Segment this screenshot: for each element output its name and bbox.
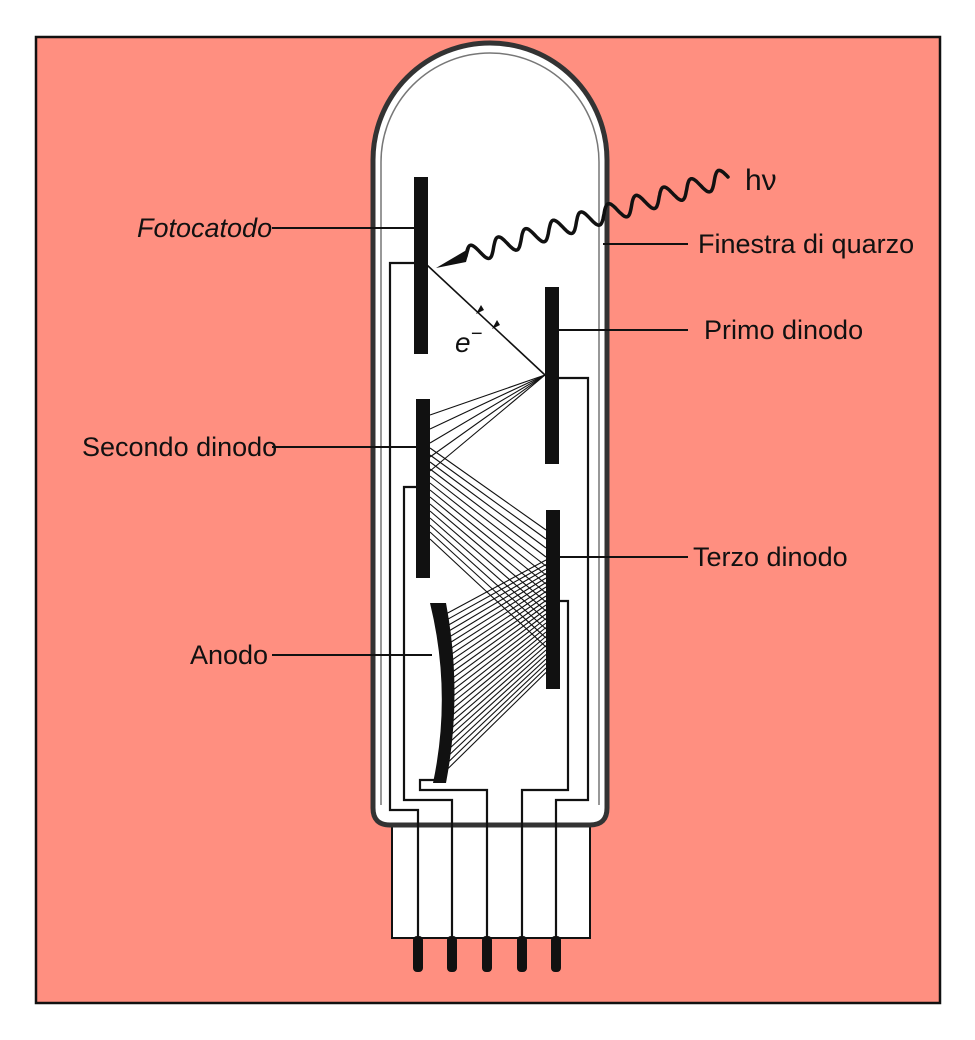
pin-4 (517, 936, 527, 972)
cascade-line-3 (443, 622, 547, 704)
cascade-line-3 (443, 582, 547, 647)
cascade-line-3 (443, 609, 547, 685)
cascade-line-2 (429, 461, 547, 549)
label-electron-charge: − (471, 323, 483, 345)
cascade-line-3 (443, 627, 547, 710)
cascade-line-3 (443, 663, 547, 761)
cascade-line-2 (429, 517, 547, 621)
cascade-line-1 (429, 374, 546, 416)
cascade-line-3 (443, 631, 547, 717)
third-dynode-electrode (546, 510, 560, 689)
label-quartz-window: Finestra di quarzo (698, 229, 914, 259)
cascade-line-3 (443, 586, 547, 654)
cascade-line-3 (443, 658, 547, 755)
cascade-line-2 (429, 482, 547, 576)
cascade-line-3 (443, 604, 547, 679)
cascade-line-3 (443, 564, 547, 622)
cascade-line-1 (429, 374, 546, 458)
label-anode: Anodo (190, 640, 268, 670)
cascade-line-3 (443, 595, 547, 666)
pin-3 (482, 936, 492, 972)
electron-cascade (429, 374, 547, 773)
cascade-line-3 (443, 591, 547, 660)
cascade-line-3 (443, 645, 547, 736)
cascade-line-2 (429, 454, 547, 540)
second-dynode-electrode (416, 399, 430, 578)
label-photon: hν (745, 164, 777, 197)
primary-electron-path (426, 264, 546, 376)
photon-wave-icon (464, 168, 730, 261)
cascade-line-1 (429, 374, 546, 472)
cascade-line-2 (429, 503, 547, 603)
label-third-dynode: Terzo dinodo (693, 542, 848, 572)
electron-arrowhead-icon (476, 305, 484, 314)
label-second-dynode: Secondo dinodo (82, 432, 277, 462)
label-photocathode: Fotocatodo (137, 213, 272, 243)
photon-arrowhead-icon (436, 248, 470, 268)
label-electron-symbol: e (455, 327, 471, 358)
internal-wiring (388, 261, 590, 968)
base-pins (413, 936, 561, 972)
first-dynode-electrode (545, 287, 559, 464)
cascade-line-3 (443, 649, 547, 742)
photocathode-electrode (414, 177, 428, 354)
leader-lines (272, 227, 688, 656)
cascade-line-1 (429, 374, 546, 430)
cascade-line-2 (429, 468, 547, 558)
pin-2 (447, 936, 457, 972)
pin-5 (551, 936, 561, 972)
cascade-line-3 (443, 618, 547, 698)
electron-arrowhead-icon (492, 320, 500, 329)
cascade-line-3 (443, 667, 547, 767)
cascade-line-3 (443, 672, 547, 773)
glass-envelope (370, 40, 610, 828)
cascade-line-2 (429, 475, 547, 567)
cascade-line-2 (429, 489, 547, 585)
label-first-dynode: Primo dinodo (704, 315, 863, 345)
cascade-line-3 (443, 640, 547, 729)
cascade-line-3 (443, 573, 547, 635)
cascade-line-3 (443, 636, 547, 723)
cascade-line-3 (443, 600, 547, 673)
pin-1 (413, 936, 423, 972)
cascade-line-3 (443, 577, 547, 641)
cascade-line-1 (429, 374, 546, 444)
glass-envelope-inner (380, 52, 600, 805)
cascade-line-2 (429, 447, 547, 531)
label-electron: e− (455, 323, 482, 358)
cascade-line-2 (429, 531, 547, 639)
cascade-line-2 (429, 524, 547, 630)
cascade-line-2 (429, 496, 547, 594)
cascade-line-3 (443, 613, 547, 692)
cascade-line-3 (443, 568, 547, 629)
cascade-line-3 (443, 654, 547, 748)
cascade-line-3 (443, 559, 547, 616)
anode-electrode (430, 603, 455, 783)
